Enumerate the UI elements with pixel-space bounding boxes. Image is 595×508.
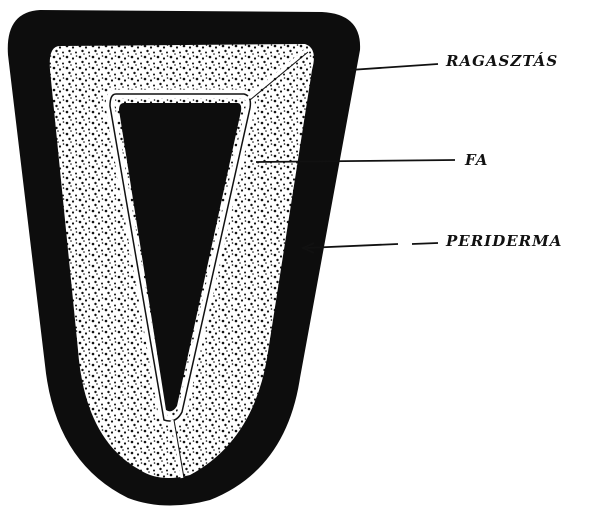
label-periderma: PERIDERMA <box>445 232 562 250</box>
leader-ragasztas <box>350 64 438 70</box>
label-fa: FA <box>464 151 488 169</box>
leader-periderma <box>306 243 438 248</box>
label-ragasztas: RAGASZTÁS <box>445 52 558 70</box>
